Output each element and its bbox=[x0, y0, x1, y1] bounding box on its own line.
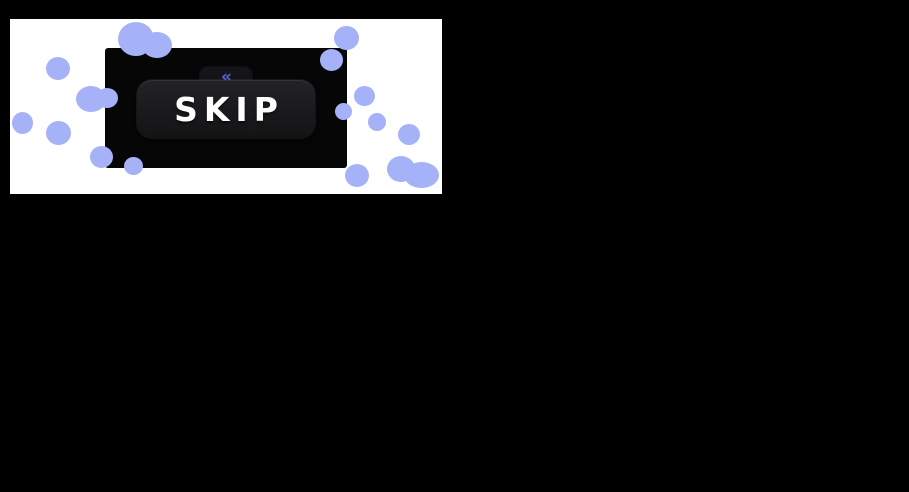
skip-button[interactable]: SKIP bbox=[137, 80, 315, 138]
double-chevron-left-icon: « bbox=[221, 67, 232, 87]
skip-label: SKIP bbox=[174, 89, 284, 129]
skip-overlay: « SKIP bbox=[105, 48, 347, 168]
ad-panel: « SKIP bbox=[10, 19, 442, 194]
